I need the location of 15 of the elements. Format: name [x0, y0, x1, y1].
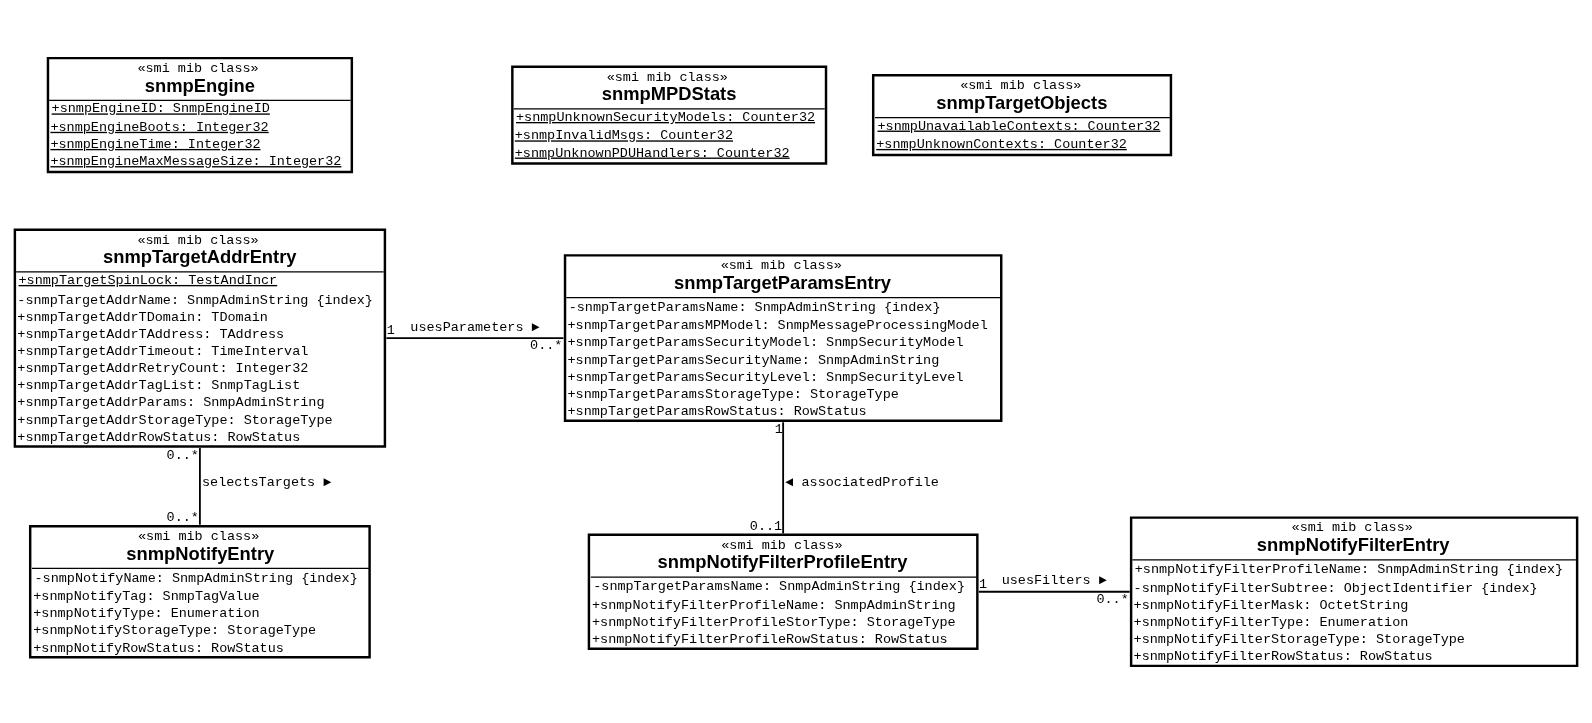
- connector: [385, 336, 565, 339]
- label: 0..*: [166, 509, 199, 525]
- label: 1: [386, 322, 395, 338]
- edge-label: selectsTargets ►: [202, 474, 332, 490]
- label: 0..1: [749, 518, 783, 534]
- edge-label: usesParameters ►: [410, 319, 540, 335]
- edge-label: ◄ associatedProfile: [785, 474, 939, 490]
- label: 0..*: [1096, 591, 1129, 607]
- connector: [198, 446, 201, 526]
- label: 0..*: [530, 337, 563, 353]
- connector: [977, 590, 1131, 593]
- connector: [782, 420, 785, 534]
- label: 0..*: [166, 447, 199, 463]
- label: 1: [979, 576, 988, 592]
- edge-label: usesFilters ►: [1001, 572, 1107, 588]
